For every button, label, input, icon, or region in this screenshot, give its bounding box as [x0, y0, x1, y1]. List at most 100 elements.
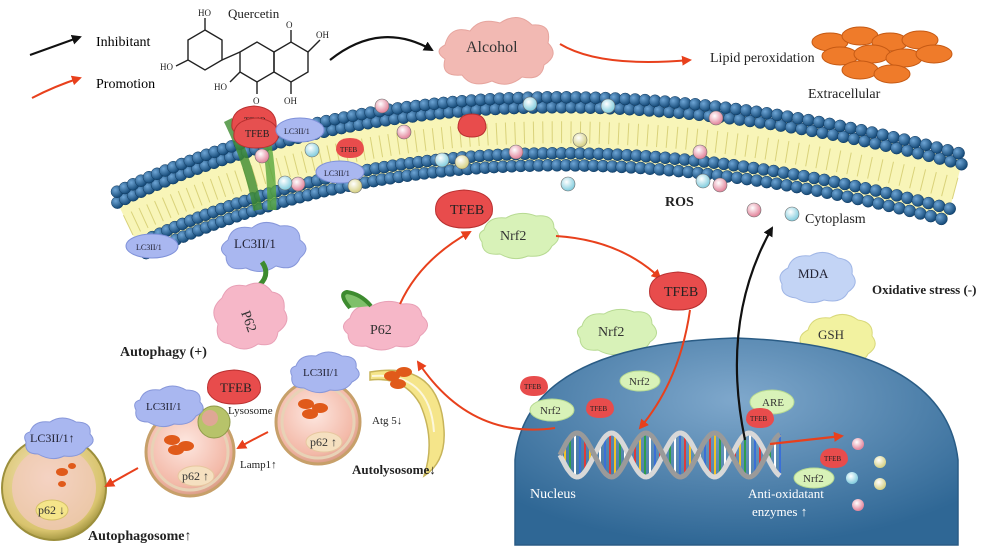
lc3-cloud-main: LC3II/1	[221, 222, 307, 272]
promotion-arrow-icon	[31, 75, 82, 99]
lc3-cloud-autophagosome: LC3II/1↑	[24, 417, 94, 460]
enzymes-inhibit-ros-arrow	[735, 226, 773, 441]
membrane-lc3-label-3: LC3II/1	[136, 243, 162, 252]
membrane-tfeb-channel-2	[457, 113, 487, 138]
lc3-cloud-lysosome: LC3II/1	[134, 385, 204, 428]
lysosome-vesicle-p62-label: p62 ↑	[182, 469, 209, 483]
nuclear-nrf2-2: Nrf2	[619, 370, 661, 392]
lamp1-label: Lamp1↑	[240, 459, 277, 471]
lysosome-lc3-label: LC3II/1	[146, 401, 181, 413]
ros-label: ROS	[665, 195, 694, 210]
nucleus-promotes-p62-arrow	[416, 360, 556, 431]
nuclear-tfeb-1-label: TFEB	[524, 383, 541, 391]
anti-oxidant-label-2: enzymes ↑	[752, 504, 807, 519]
nrf2-middle-label: Nrf2	[598, 325, 624, 340]
atom-ho-top: HO	[198, 8, 211, 18]
alcohol-cloud: Alcohol	[438, 17, 554, 85]
autolysosome-p62-label: p62 ↑	[310, 435, 337, 449]
nrf2-cloud-middle: Nrf2	[576, 308, 657, 356]
lc3-main-label: LC3II/1	[234, 236, 276, 251]
atom-oh-right: OH	[316, 30, 329, 40]
membrane-lc3-cloud-2: LC3II/1	[315, 160, 365, 184]
atg5-label: Atg 5↓	[372, 415, 402, 427]
mda-label: MDA	[798, 266, 829, 281]
autophagosome-p62-label: p62 ↓	[38, 503, 65, 517]
nrf2-upper-label: Nrf2	[500, 229, 526, 244]
anti-oxidant-enzyme-balls	[846, 438, 886, 511]
lc3-cloud-autolysosome: LC3II/1	[290, 351, 360, 394]
autolysosome-lc3-label: LC3II/1	[303, 367, 338, 379]
mda-cloud: MDA	[779, 252, 856, 304]
tfeb-lysosome-label: TFEB	[220, 380, 252, 395]
are-promotes-enzymes-arrow	[769, 431, 844, 446]
p62-middle-label: P62	[370, 323, 392, 338]
atom-oh-bottom: OH	[284, 96, 297, 106]
membrane-tfeb-small: TFEB	[336, 138, 364, 158]
autophagosome-lc3-label: LC3II/1↑	[30, 431, 75, 445]
tfeb-lysosome: TFEB	[207, 369, 261, 405]
c-ring	[239, 41, 275, 83]
lipid-peroxidation-label: Lipid peroxidation	[710, 51, 815, 66]
nuclear-tfeb-4: TFEB	[820, 448, 848, 468]
anti-oxidant-label-1: Anti-oxidatant	[748, 486, 824, 501]
ros-particles	[254, 96, 800, 222]
nuclear-tfeb-3-label: TFEB	[750, 415, 767, 423]
vesicle-to-autophagosome-arrow	[104, 467, 139, 487]
nuclear-tfeb-2-label: TFEB	[590, 405, 607, 413]
autolysosome-label: Autolysosome↓	[352, 462, 436, 477]
alcohol-label: Alcohol	[466, 39, 518, 56]
membrane-lc3-cloud-3: LC3II/1	[125, 233, 179, 259]
nrf2-cloud-upper: Nrf2	[478, 212, 559, 260]
nuclear-nrf2-1: Nrf2	[529, 398, 575, 422]
lysosome-label: Lysosome	[228, 405, 273, 417]
p62-left-label: P62	[237, 309, 259, 335]
alcohol-promotes-lipid-peroxidation-arrow	[559, 43, 692, 66]
atom-o-ring: O	[286, 20, 293, 30]
tfeb-free-upper: TFEB	[435, 189, 493, 229]
nuclear-tfeb-3: TFEB	[746, 408, 774, 428]
gsh-label: GSH	[818, 327, 844, 342]
legend-promotion-label: Promotion	[96, 77, 155, 92]
nuclear-tfeb-4-label: TFEB	[824, 455, 841, 463]
membrane-lc3-cloud-1: LC3II/1	[275, 117, 325, 143]
membrane-lc3-label-1: LC3II/1	[284, 127, 310, 136]
membrane-tfeb-label-2: TFEB	[245, 129, 270, 140]
atom-ho-left: HO	[160, 62, 173, 72]
a-ring	[273, 41, 309, 83]
tfeb-upper-label: TFEB	[450, 203, 484, 218]
atom-ho-c3: HO	[214, 82, 227, 92]
inhibitant-arrow-icon	[29, 35, 82, 56]
b-ring	[187, 29, 223, 71]
cytoplasm-label: Cytoplasm	[805, 212, 866, 227]
nuclear-nrf2-3-label: Nrf2	[803, 473, 824, 485]
tfeb-enters-nucleus-arrow	[638, 309, 691, 430]
quercetin-label: Quercetin	[228, 6, 280, 21]
membrane-tfeb-small-label: TFEB	[340, 146, 357, 154]
tfeb-right-label: TFEB	[664, 285, 698, 300]
p62-promotes-tfeb-arrow	[399, 231, 472, 305]
autolysosome-to-lysosome-arrow	[236, 431, 269, 449]
oxidative-stress-label: Oxidative stress (-)	[872, 282, 976, 297]
tfeb-free-right: TFEB	[649, 271, 707, 311]
atom-o-carbonyl: O	[253, 96, 260, 106]
phagophore	[369, 367, 445, 478]
p62-cloud-left: P62	[213, 282, 288, 350]
are-label: ARE	[762, 397, 784, 409]
quercetin-inhibits-alcohol-arrow	[329, 36, 434, 61]
p62-tail	[341, 289, 373, 310]
quercetin-structure: Quercetin HO HO O OH OH O HO	[160, 6, 329, 106]
extracellular-label: Extracellular	[808, 87, 881, 102]
p62-cloud-middle: P62	[343, 300, 428, 351]
autophagosome-label: Autophagosome↑	[88, 529, 191, 544]
nuclear-nrf2-1-label: Nrf2	[540, 405, 561, 417]
legend: Inhibitant Promotion	[29, 35, 155, 99]
membrane-lc3-label-2: LC3II/1	[324, 169, 350, 178]
autophagy-label: Autophagy (+)	[120, 345, 207, 360]
nrf2-promotes-tfeb-arrow	[555, 235, 662, 280]
legend-inhibitant-label: Inhibitant	[96, 35, 151, 50]
membrane-tfeb-channel: TFEB TFEB	[223, 105, 279, 211]
nuclear-tfeb-2: TFEB	[586, 398, 614, 418]
autophagosome-vesicle: p62 ↓	[1, 435, 107, 541]
nuclear-nrf2-2-label: Nrf2	[629, 376, 650, 388]
